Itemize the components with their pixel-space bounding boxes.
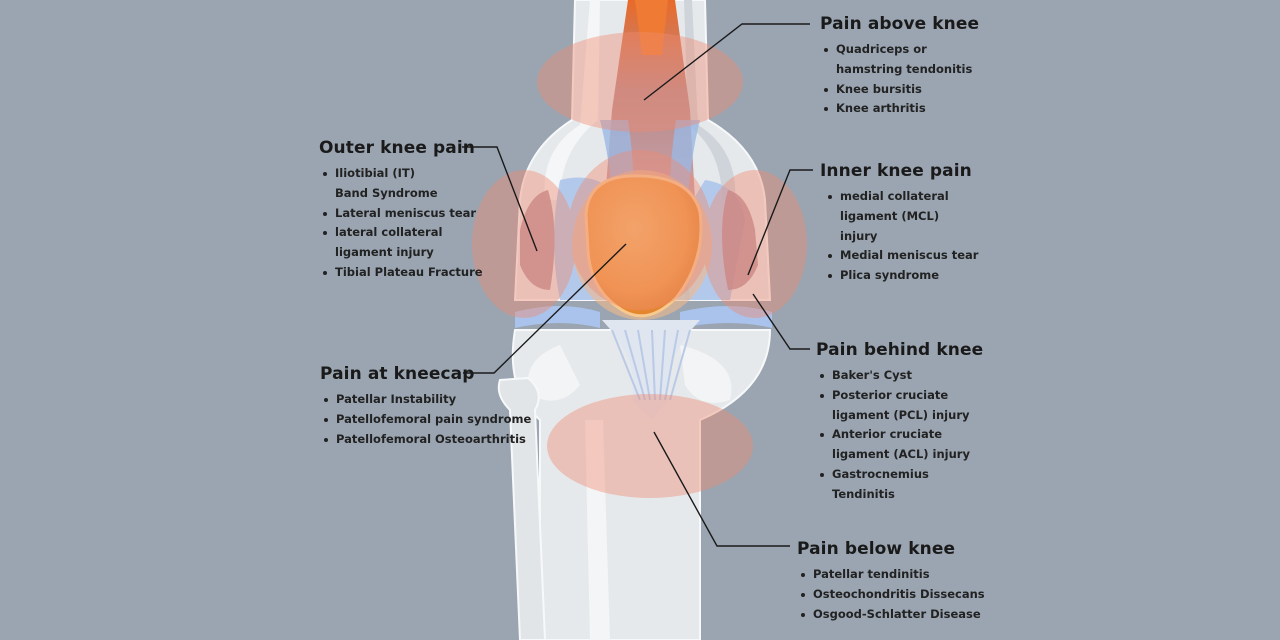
pain-zone-kneecap xyxy=(568,150,712,310)
callout-title: Pain behind knee xyxy=(816,340,984,360)
cause-item: medial collateral ligament (MCL) injury xyxy=(828,187,980,246)
pain-zones xyxy=(472,32,807,498)
leader-line-outer xyxy=(462,146,538,252)
cause-list: medial collateral ligament (MCL) injury … xyxy=(820,187,1020,286)
callout-pain-below-knee: Pain below knee Patellar tendinitis Oste… xyxy=(797,539,1017,624)
cause-list: Patellar tendinitis Osteochondritis Diss… xyxy=(797,565,1017,624)
leader-lines xyxy=(462,23,813,547)
cause-item: Patellar Instability xyxy=(324,390,540,410)
cause-item: Lateral meniscus tear xyxy=(323,204,489,224)
leader-line-kneecap xyxy=(463,243,627,374)
callout-title: Pain at kneecap xyxy=(320,364,475,384)
cause-list: Quadriceps or hamstring tendonitis Knee … xyxy=(820,40,1020,119)
cause-item: Patellar tendinitis xyxy=(801,565,1017,585)
fibula-bone xyxy=(497,376,547,640)
cause-item: Posterior cruciate ligament (PCL) injury xyxy=(820,386,972,426)
cause-item: Knee bursitis xyxy=(824,80,1020,100)
callout-title: Pain below knee xyxy=(797,539,956,559)
callout-pain-at-kneecap: Pain at kneecap Patellar Instability Pat… xyxy=(320,364,540,449)
callout-title: Inner knee pain xyxy=(820,161,972,181)
leader-line-above xyxy=(643,23,810,101)
callout-inner-knee-pain: Inner knee pain medial collateral ligame… xyxy=(820,161,1020,286)
cause-item: Anterior cruciate ligament (ACL) injury xyxy=(820,425,972,465)
callout-pain-behind-knee: Pain behind knee Baker's Cyst Posterior … xyxy=(816,340,1016,505)
collateral-ligaments xyxy=(520,190,758,290)
patella-kneecap xyxy=(572,170,712,320)
cause-item: Medial meniscus tear xyxy=(828,246,1020,266)
cause-item: Patellofemoral Osteoarthritis xyxy=(324,430,540,450)
callout-outer-knee-pain: Outer knee pain Iliotibial (IT) Band Syn… xyxy=(319,138,489,283)
patellar-tendon xyxy=(602,320,700,420)
cause-item: lateral collateral ligament injury xyxy=(323,223,445,263)
cause-item: Gastrocnemius Tendinitis xyxy=(820,465,942,505)
cause-item: Baker's Cyst xyxy=(820,366,1016,386)
leader-line-below xyxy=(653,431,790,547)
cause-item: Patellofemoral pain syndrome xyxy=(324,410,540,430)
pain-zone-above xyxy=(537,32,743,132)
cause-item: Osteochondritis Dissecans xyxy=(801,585,1017,605)
cause-item: Quadriceps or hamstring tendonitis xyxy=(824,40,976,80)
cause-item: Iliotibial (IT) Band Syndrome xyxy=(323,164,450,204)
pain-zone-inner xyxy=(703,170,807,318)
cause-item: Knee arthritis xyxy=(824,99,1020,119)
cause-list: Baker's Cyst Posterior cruciate ligament… xyxy=(816,366,1016,505)
cause-list: Iliotibial (IT) Band Syndrome Lateral me… xyxy=(319,164,489,283)
cause-item: Plica syndrome xyxy=(828,266,1020,286)
tibia-bone xyxy=(511,329,772,640)
leader-line-inner xyxy=(747,169,813,276)
cause-item: Tibial Plateau Fracture xyxy=(323,263,489,283)
leader-line-behind xyxy=(752,293,810,350)
callout-pain-above-knee: Pain above knee Quadriceps or hamstring … xyxy=(820,14,1020,119)
cause-list: Patellar Instability Patellofemoral pain… xyxy=(320,390,540,449)
cause-item: Osgood-Schlatter Disease xyxy=(801,605,1017,625)
pain-zone-outer xyxy=(472,170,576,318)
callout-title: Outer knee pain xyxy=(319,138,475,158)
callout-title: Pain above knee xyxy=(820,14,980,34)
pain-zone-below xyxy=(547,394,753,498)
